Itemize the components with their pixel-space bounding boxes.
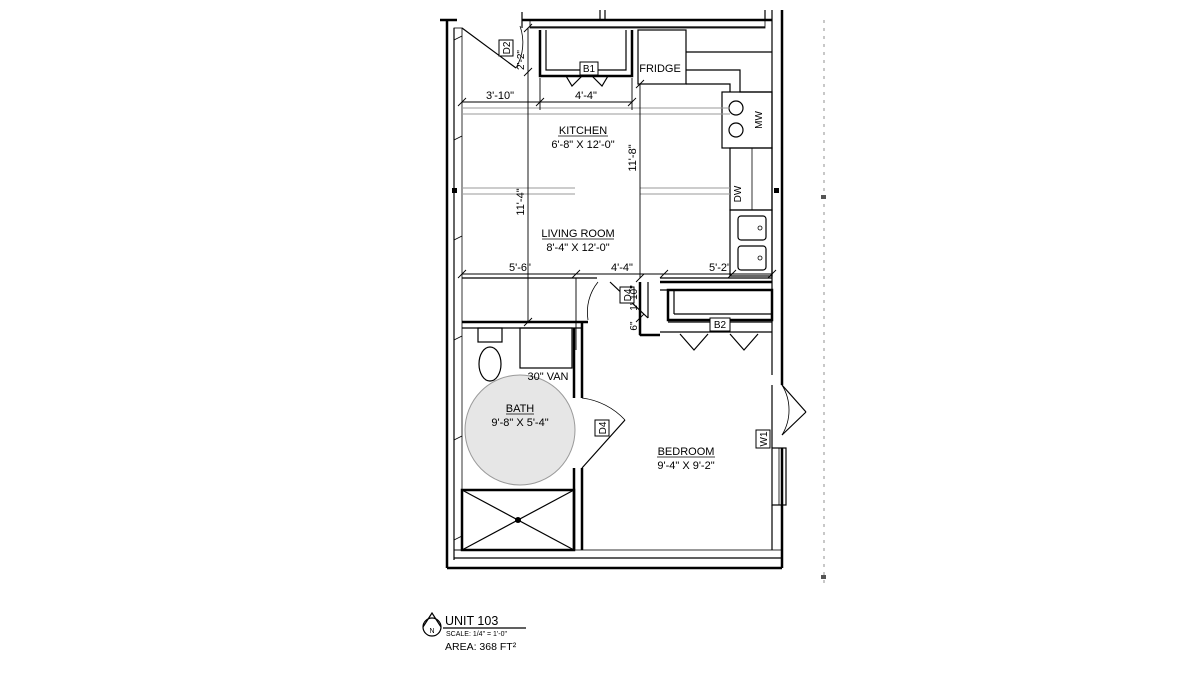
dim-11-4: 11'-4" <box>515 188 527 215</box>
door-d2 <box>461 25 524 69</box>
exterior-walls <box>440 10 784 570</box>
bath-name: BATH <box>506 403 535 415</box>
range-burners <box>728 100 744 138</box>
tag-d4-lower-text: D4 <box>598 421 609 434</box>
tag-d4-lower: D4 <box>594 419 610 437</box>
dim-5-6: 5'-6" <box>509 262 531 274</box>
bath-fixtures <box>460 327 576 552</box>
room-living: LIVING ROOM 8'-4" X 12'-0" <box>541 228 614 254</box>
bedroom-name: BEDROOM <box>658 446 715 458</box>
north-arrow-icon: N <box>422 611 442 637</box>
tag-w1: W1 <box>755 429 771 449</box>
scale-text: SCALE: 1/4" = 1'-0" <box>446 631 507 638</box>
area-text: AREA: 368 FT² <box>445 641 517 653</box>
dim-1-10: 1'-10" <box>629 285 640 311</box>
dim-4-4-low: 4'-4" <box>611 262 633 274</box>
wall-hatch <box>453 35 463 541</box>
room-kitchen: KITCHEN 6'-8" X 12'-0" <box>551 125 614 151</box>
window-w1 <box>771 384 807 506</box>
tag-d4-upper-text: D4 <box>623 288 634 301</box>
dim-4-4-top: 4'-4" <box>575 90 597 102</box>
tag-b2-text: B2 <box>714 320 727 331</box>
tag-d4-upper: D4 <box>619 286 635 304</box>
kitchen-sink <box>737 215 767 271</box>
dim-11-8: 11'-8" <box>627 144 639 171</box>
tag-b1: B1 <box>579 61 599 76</box>
tag-b1-text: B1 <box>583 64 596 75</box>
title-block: N UNIT 103 SCALE: 1/4" = 1'-0" AREA: 368… <box>422 611 526 653</box>
microwave-label: MW <box>754 111 765 129</box>
living-size: 8'-4" X 12'-0" <box>546 242 609 254</box>
dishwasher-label: DW <box>733 185 744 202</box>
dimension-lines <box>457 23 777 350</box>
unit-title: UNIT 103 <box>445 614 498 628</box>
tag-b2: B2 <box>709 317 731 332</box>
tag-d2: D2 <box>498 39 514 57</box>
cabinet-b1-doors <box>565 75 609 87</box>
tag-d2-text: D2 <box>502 41 513 54</box>
dim-2-2: 2'-2" <box>516 50 527 70</box>
room-bedroom: BEDROOM 9'-4" X 9'-2" <box>657 446 715 472</box>
bedroom-size: 9'-4" X 9'-2" <box>657 460 714 472</box>
overhead-lines <box>462 107 730 195</box>
room-bath: BATH 9'-8" X 5'-4" <box>491 403 548 429</box>
kitchen-name: KITCHEN <box>559 125 607 137</box>
door-d4-lower <box>581 397 626 469</box>
vanity-label: 30" VAN <box>528 371 569 383</box>
fridge-label: FRIDGE <box>639 63 681 75</box>
dimension-labels: 3'-10" 4'-4" 2'-2" 11'-8" 11'-4" 5'-6" 4… <box>486 50 731 331</box>
dim-6: 6" <box>629 321 640 331</box>
bath-size: 9'-8" X 5'-4" <box>491 417 548 429</box>
dim-5-2: 5'-2" <box>709 262 731 274</box>
dim-3-10: 3'-10" <box>486 90 514 102</box>
living-name: LIVING ROOM <box>541 228 614 240</box>
kitchen-counters <box>538 29 773 277</box>
north-label: N <box>429 628 434 635</box>
tag-w1-text: W1 <box>759 431 770 446</box>
kitchen-size: 6'-8" X 12'-0" <box>551 139 614 151</box>
